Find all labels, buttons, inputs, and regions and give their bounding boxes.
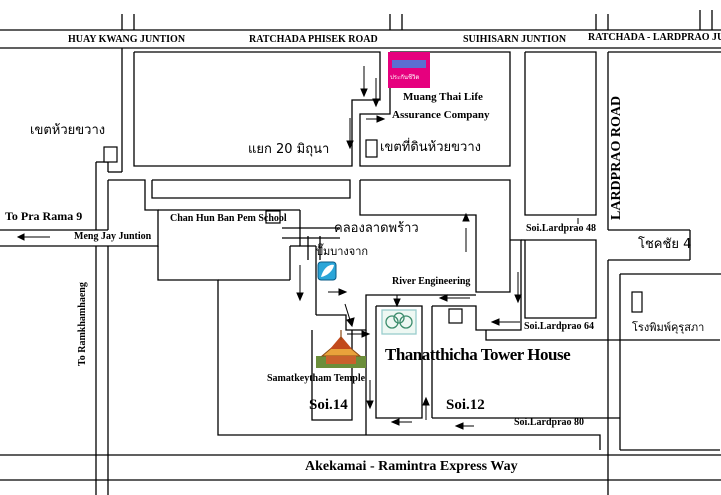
label-samatkeytham-temple: Samatkeytham Temple (267, 373, 366, 384)
land-office-marker (365, 139, 378, 158)
label-ratchada-phisek-road: RATCHADA PHISEK ROAD (249, 34, 378, 45)
block-thanatthicha (375, 305, 423, 419)
label-soi-lardprao-64: Soi.Lardprao 64 (524, 321, 595, 332)
river-engineering-marker (448, 308, 463, 324)
block-lardprao-48-64 (524, 239, 597, 319)
muang-thai-logo-text: ประกันชีวิต (390, 74, 420, 81)
block-muang-thai (359, 51, 511, 167)
block-ratchada (133, 51, 381, 167)
thanatthicha-logo (381, 309, 417, 335)
label-khlong-lat-phrao: คลองลาดพร้าว (334, 221, 419, 236)
label-muang-thai-line1: Muang Thai Life (403, 91, 483, 103)
label-chokchai-4: โชคชัย 4 (638, 237, 692, 252)
label-to-pra-rama-9: To Pra Rama 9 (5, 209, 83, 223)
label-chan-hun-school: Chan Hun Ban Pem School (170, 213, 287, 224)
label-muang-thai-line2: Assurance Company (392, 109, 490, 121)
temple-illustration (316, 330, 366, 368)
label-bangchak-station: ปั๊มบางจาก (316, 245, 369, 258)
label-soi-lardprao-48: Soi.Lardprao 48 (526, 223, 597, 234)
label-expressway: Akekamai - Ramintra Express Way (305, 459, 518, 474)
label-to-ramkhamhaeng: To Ramkhamhaeng (77, 282, 88, 366)
label-kurusapha-printing: โรงพิมพ์คุรุสภา (632, 321, 705, 334)
bangchak-logo (317, 261, 337, 281)
label-river-engineering: River Engineering (392, 276, 471, 287)
district-office-marker (103, 146, 118, 163)
label-yaek-20-mithuna: แยก 20 มิถุนา (248, 142, 330, 157)
label-lardprao-road: LARDPRAO ROAD (609, 95, 624, 220)
label-suihisarn-junction: SUIHISARN JUNTION (463, 34, 567, 45)
muang-thai-logo: ประกันชีวิต (388, 52, 430, 88)
block-lardprao-left (524, 51, 597, 216)
label-meng-jay-junction: Meng Jay Juntion (74, 231, 152, 242)
label-huay-kwang-junction: HUAY KWANG JUNTION (68, 34, 186, 45)
label-huai-khwang-district: เขตห้วยขวาง (30, 123, 106, 138)
label-ratchada-lardprao-junction: RATCHADA - LARDPRAO JUNTION (588, 32, 721, 43)
printing-house-marker (631, 291, 643, 313)
label-land-office: เขตที่ดินห้วยขวาง (380, 140, 481, 155)
label-soi-lardprao-80: Soi.Lardprao 80 (514, 417, 585, 428)
label-soi-12: Soi.12 (446, 397, 485, 413)
school-marker (265, 210, 281, 224)
label-soi-14: Soi.14 (309, 397, 348, 413)
label-thanatthicha-tower: Thanatthicha Tower House (385, 345, 571, 364)
